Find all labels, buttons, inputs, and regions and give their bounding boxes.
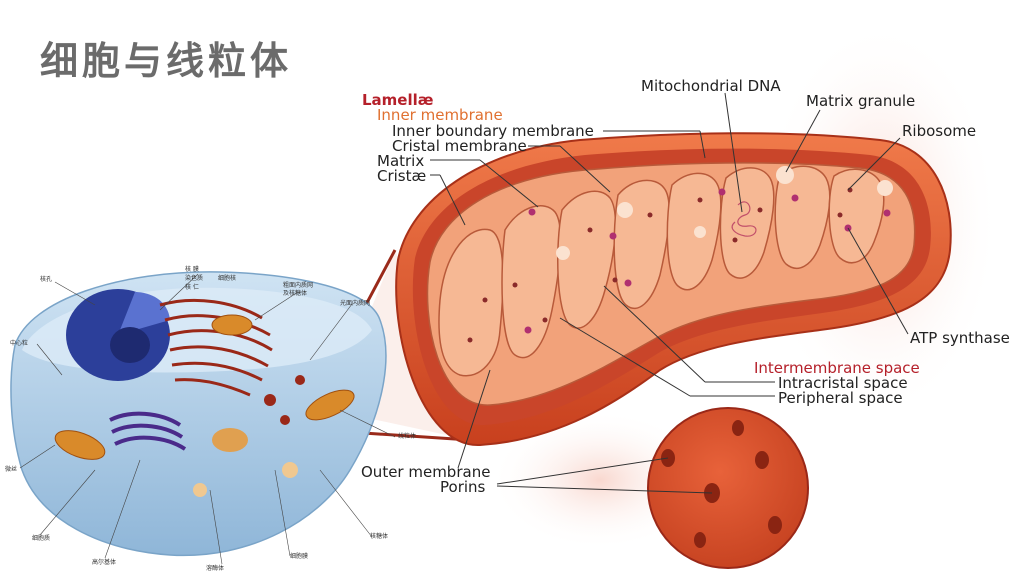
label-lamellae: Lamellæ	[362, 91, 434, 109]
cell-label-ribosome-er: 及核糖体	[283, 290, 308, 297]
label-outer-membrane: Outer membrane	[361, 463, 491, 481]
label-intracristal-space: Intracristal space	[778, 374, 908, 392]
cell-label-centriole: 中心粒	[10, 340, 29, 347]
cell-leader-lines	[19, 273, 396, 565]
cell-label-golgi: 高尔基体	[92, 559, 117, 566]
cell-label-mitochondrion: 线粒体	[398, 433, 417, 440]
cell-label-cell-membrane: 细胞膜	[290, 553, 309, 560]
cell-label-rough-er: 粗面内质网	[283, 282, 314, 289]
label-cristal-membrane: Cristal membrane	[392, 137, 527, 155]
label-intermembrane-space: Intermembrane space	[754, 359, 920, 377]
cell-vesicle-2	[282, 462, 298, 478]
cell-label-nucleolus: 核 仁	[185, 284, 199, 291]
cell-vesicle-1	[212, 428, 248, 452]
leader-lines	[430, 92, 909, 494]
nucleolus	[110, 327, 150, 363]
cell-label-smooth-er: 光面内质网	[340, 300, 371, 307]
cell-label-nuclear-membrane: 核 膜	[185, 266, 199, 273]
mitochondrion	[395, 132, 952, 447]
cell-vesicle-3	[193, 483, 207, 497]
cell-label-ribosome-free: 核糖体	[370, 533, 389, 540]
label-peripheral-space: Peripheral space	[778, 389, 903, 407]
label-matrix: Matrix	[377, 152, 425, 170]
cell-label-nucleus: 细胞核	[218, 275, 237, 282]
cell-vesicle-6	[280, 415, 290, 425]
cell-label-lysosome: 溶酶体	[206, 565, 225, 572]
label-mitochondrial-dna: Mitochondrial DNA	[641, 77, 781, 95]
golgi	[109, 411, 187, 451]
label-ribosome: Ribosome	[902, 122, 977, 140]
label-porins: Porins	[440, 478, 486, 496]
cell-label-cytoplasm: 细胞质	[32, 535, 51, 542]
cell-label-microfilament: 微丝	[5, 466, 18, 473]
cell-vesicle-5	[295, 375, 305, 385]
label-atp-synthase: ATP synthase	[910, 329, 1010, 347]
matrix-granules	[556, 166, 893, 260]
page-title: 细胞与线粒体	[40, 39, 293, 83]
cell-mitochondrion-3	[305, 389, 355, 421]
label-inner-boundary-membrane: Inner boundary membrane	[392, 122, 594, 140]
nucleus-cutout	[118, 292, 170, 335]
label-cristae: Cristæ	[377, 167, 427, 185]
cell-mitochondrion-2	[211, 314, 253, 336]
cell-mitochondrion-1	[54, 430, 106, 460]
cell-vesicle-4	[264, 394, 276, 406]
cell-label-chromatin: 染色质	[185, 275, 204, 282]
cell-label-nuclear-pore: 核孔	[40, 276, 53, 283]
mitochondrial-dna	[731, 201, 757, 237]
porin-zoom	[647, 407, 809, 569]
cell-illustration	[10, 271, 387, 557]
ribosomes	[467, 187, 853, 343]
label-matrix-granule: Matrix granule	[806, 92, 916, 110]
label-inner-membrane: Inner membrane	[377, 106, 503, 124]
porin-circle	[647, 407, 809, 569]
